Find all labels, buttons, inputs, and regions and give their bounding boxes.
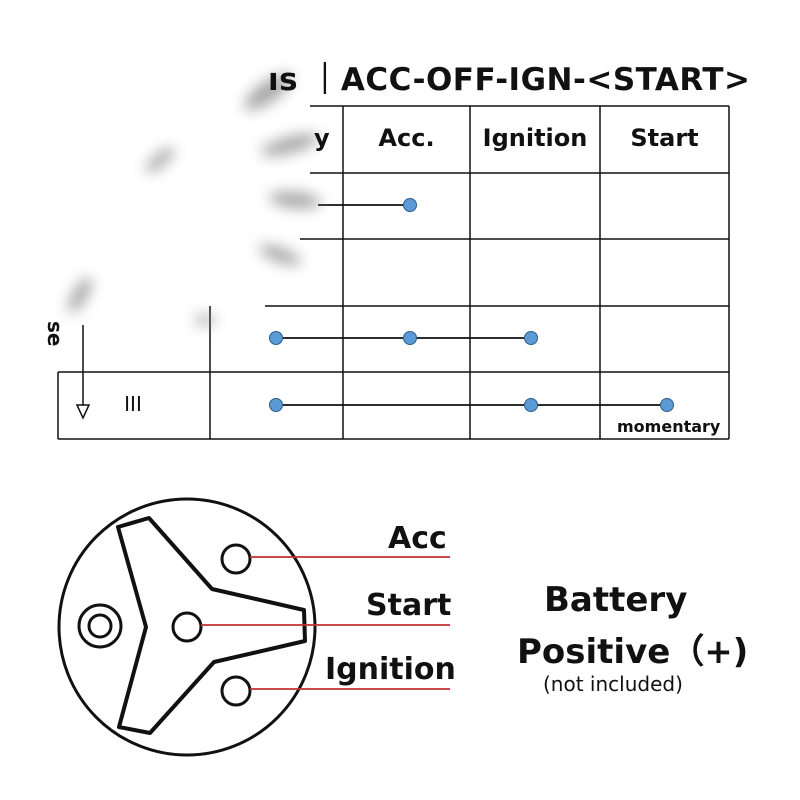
contact-dot-row-3-battery bbox=[269, 398, 283, 412]
table-grid bbox=[57, 105, 730, 440]
wire-label-start: Start bbox=[366, 588, 452, 623]
column-header-acc: Acc. bbox=[378, 124, 435, 152]
momentary-note: momentary bbox=[617, 417, 721, 436]
contact-dot-row-2-acc bbox=[403, 331, 417, 345]
battery-positive-label: Positive（+) bbox=[517, 632, 749, 672]
key-slot-inner bbox=[87, 613, 113, 639]
contact-dot-row-3-ignition bbox=[524, 398, 538, 412]
contact-dot-row-0-acc bbox=[403, 198, 417, 212]
column-header-ignition: Ignition bbox=[482, 124, 588, 152]
battery-note: (not included) bbox=[543, 672, 683, 696]
contact-dot-row-2-battery bbox=[269, 331, 283, 345]
wire-label-acc: Acc bbox=[388, 521, 447, 556]
wires bbox=[201, 556, 450, 690]
column-header-start: Start bbox=[630, 124, 699, 152]
row-label-position-3: III bbox=[124, 392, 142, 416]
terminal-ignition bbox=[220, 675, 252, 707]
page-title: ıs ｜ACC-OFF-IGN-<START> bbox=[268, 62, 751, 98]
contact-dot-row-3-start bbox=[660, 398, 674, 412]
wire-label-ignition: Ignition bbox=[325, 652, 456, 687]
column-header-0: y bbox=[314, 124, 330, 152]
row-label-position-2: se bbox=[43, 321, 67, 347]
rotation-arrow bbox=[75, 325, 91, 420]
contacts-layer bbox=[269, 198, 674, 412]
terminal-acc bbox=[220, 543, 252, 575]
battery-label: Battery bbox=[544, 580, 688, 620]
terminal-start bbox=[171, 611, 203, 643]
ignition-switch bbox=[57, 497, 317, 757]
contact-dot-row-2-ignition bbox=[524, 331, 538, 345]
